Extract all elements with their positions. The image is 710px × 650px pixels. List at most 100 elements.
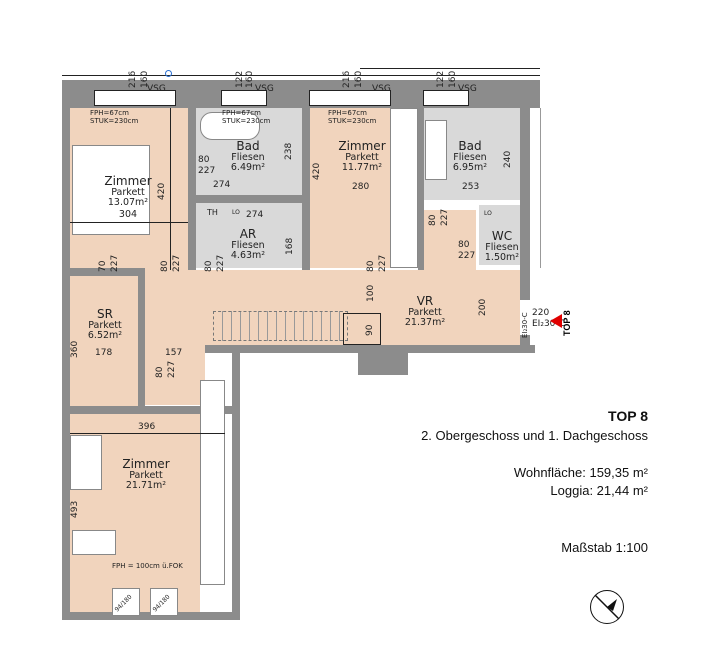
plan-title: TOP 8 (608, 408, 648, 424)
window-dim: 216 (342, 70, 352, 88)
wall-right (520, 335, 530, 353)
loggia-door (112, 588, 140, 616)
dim-line (70, 222, 188, 223)
door-dim: 80 (160, 260, 170, 272)
room-sr (70, 276, 138, 406)
north-arrow-icon (590, 590, 624, 624)
scale-text: Maßstab 1:100 (561, 540, 648, 555)
door-dim: 80 (366, 260, 376, 272)
dim-line (170, 108, 171, 270)
wall-lower-right (232, 352, 240, 620)
door-dim: 227 (440, 208, 450, 226)
terrace-line (62, 75, 540, 76)
wall (138, 276, 145, 406)
wall (70, 268, 145, 276)
wall-left (62, 80, 70, 620)
door-dim: 227 (216, 254, 226, 272)
door-dim: 80 (428, 214, 438, 226)
dim-text: 274 (246, 210, 264, 220)
wall (418, 108, 424, 270)
room-ar (196, 203, 302, 268)
stair-landing (343, 313, 381, 345)
bathtub (200, 112, 260, 140)
window-dim: 160 (448, 70, 458, 88)
vsg-tag: VSG (147, 84, 166, 94)
door-dim: 70 (98, 260, 108, 272)
staircase (213, 311, 348, 341)
wardrobe (390, 108, 418, 268)
wall (70, 406, 240, 414)
vsg-tag: VSG (458, 84, 477, 94)
window-dim: 160 (354, 70, 364, 88)
wall (188, 108, 196, 270)
dim-text: 253 (462, 182, 480, 192)
dim-text: 168 (285, 237, 295, 255)
living-area: Wohnfläche: 159,35 m² (513, 465, 648, 480)
room-zimmer-2 (310, 108, 390, 268)
entrance-arrow-icon (550, 314, 562, 328)
window-dim: 122 (436, 70, 446, 88)
room-wc (479, 205, 520, 265)
door-dim: 80 (155, 366, 165, 378)
dim-text: 90 (365, 324, 375, 336)
terrace-line (360, 68, 540, 69)
entrance-label: TOP 8 (562, 310, 572, 336)
vent-label: LO (232, 209, 240, 216)
door-dim: 227 (110, 254, 120, 272)
wall (302, 108, 310, 270)
dim-text: 274 (213, 180, 231, 190)
window (423, 90, 469, 106)
wall-right (520, 80, 530, 300)
wardrobe (200, 380, 225, 585)
wall (196, 195, 302, 203)
window (221, 90, 267, 106)
bed (72, 145, 150, 235)
door-dim: 227 (172, 254, 182, 272)
dim-text: 396 (138, 422, 156, 432)
window (309, 90, 391, 106)
dim-text: 100 (366, 284, 376, 302)
wall-middle (205, 345, 535, 353)
window-note: FPH = 100cm ü.FOK (112, 562, 183, 570)
dim-text: 420 (312, 162, 322, 180)
washbasin (425, 120, 447, 180)
dim-text: 240 (503, 150, 513, 168)
fire-rating: EI₂30-C (521, 312, 529, 338)
dim-text: 280 (352, 182, 370, 192)
vsg-tag: VSG (372, 84, 391, 94)
door-dim: 227 (167, 360, 177, 378)
shaft (358, 353, 408, 375)
bed (70, 435, 102, 490)
window (94, 90, 176, 106)
dim-text: 420 (157, 182, 167, 200)
door-dim: 227 (378, 254, 388, 272)
drain-icon (165, 70, 172, 77)
door-dim: 80 (204, 260, 214, 272)
dim-text: 360 (70, 340, 80, 358)
vr-passage (145, 345, 205, 405)
loggia-area: Loggia: 21,44 m² (550, 483, 648, 498)
window-dim: 122 (235, 70, 245, 88)
dim-text: 238 (284, 142, 294, 160)
dim-text: 157 (165, 348, 183, 358)
floors-text: 2. Obergeschoss und 1. Dachgeschoss (421, 428, 648, 443)
dim-text: 493 (70, 500, 80, 518)
wall-bottom (62, 612, 240, 620)
dim-line (70, 433, 225, 434)
vsg-tag: VSG (255, 84, 274, 94)
